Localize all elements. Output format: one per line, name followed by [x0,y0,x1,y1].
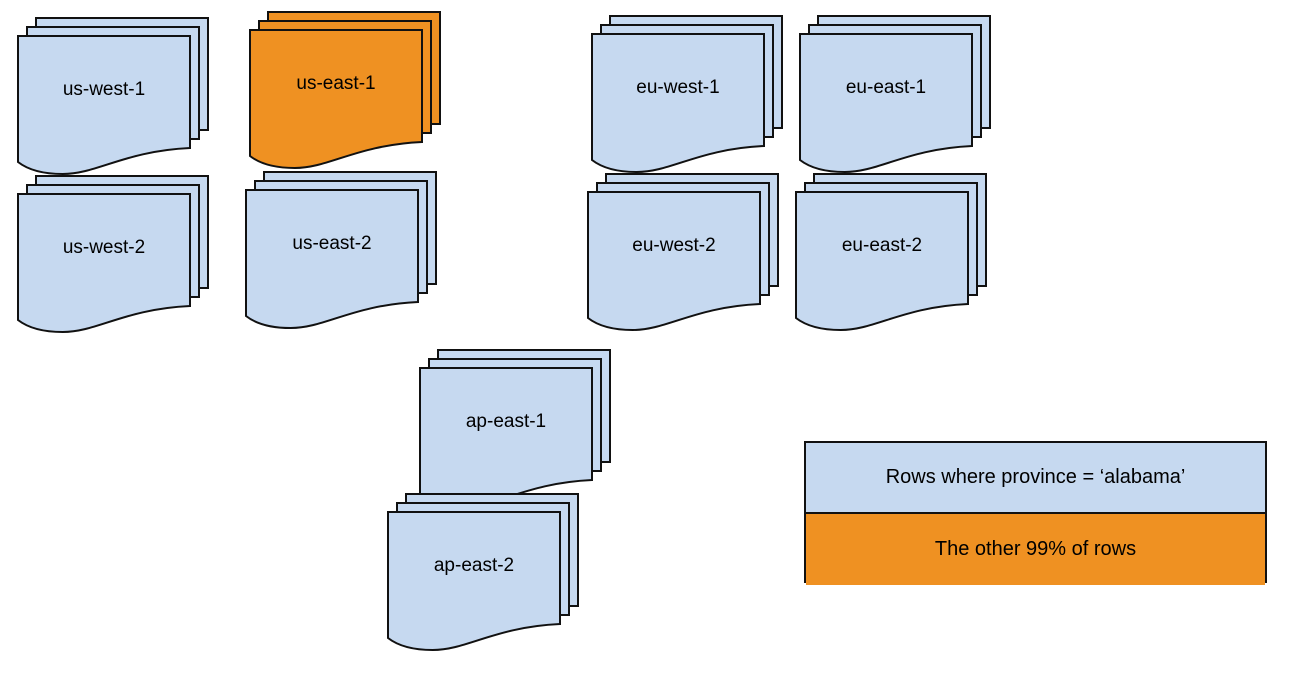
document-stack-icon [591,15,783,174]
region-stack-us-west-1[interactable]: us-west-1 [17,17,209,176]
document-stack-icon [245,171,437,330]
sheet-front [795,191,969,332]
legend-row-legend-orange: The other 99% of rows [806,514,1265,585]
sheet-front [245,189,419,330]
region-stack-ap-east-2[interactable]: ap-east-2 [387,493,579,652]
sheet-front [587,191,761,332]
document-stack-icon [249,11,441,170]
region-stack-us-east-1[interactable]: us-east-1 [249,11,441,170]
legend-box: Rows where province = ‘alabama’ The other… [804,441,1267,585]
document-stack-icon [17,175,209,334]
sheet-front [591,33,765,174]
document-stack-icon [419,349,611,508]
sheet-front [17,193,191,334]
region-stack-eu-west-1[interactable]: eu-west-1 [591,15,783,174]
legend-row-legend-blue: Rows where province = ‘alabama’ [806,443,1265,514]
region-stack-eu-west-2[interactable]: eu-west-2 [587,173,779,332]
sheet-front [419,367,593,508]
document-stack-icon [587,173,779,332]
region-stack-eu-east-2[interactable]: eu-east-2 [795,173,987,332]
region-stack-eu-east-1[interactable]: eu-east-1 [799,15,991,174]
region-stack-ap-east-1[interactable]: ap-east-1 [419,349,611,508]
document-stack-icon [795,173,987,332]
legend-label-legend-blue: Rows where province = ‘alabama’ [885,466,1186,488]
document-stack-icon [17,17,209,176]
document-stack-icon [387,493,579,652]
region-stack-us-west-2[interactable]: us-west-2 [17,175,209,334]
sheet-front [249,29,423,170]
sheet-front [799,33,973,174]
document-stack-icon [799,15,991,174]
legend-label-legend-orange: The other 99% of rows [934,538,1137,560]
sheet-front [387,511,561,652]
sheet-front [17,35,191,176]
region-stack-us-east-2[interactable]: us-east-2 [245,171,437,330]
